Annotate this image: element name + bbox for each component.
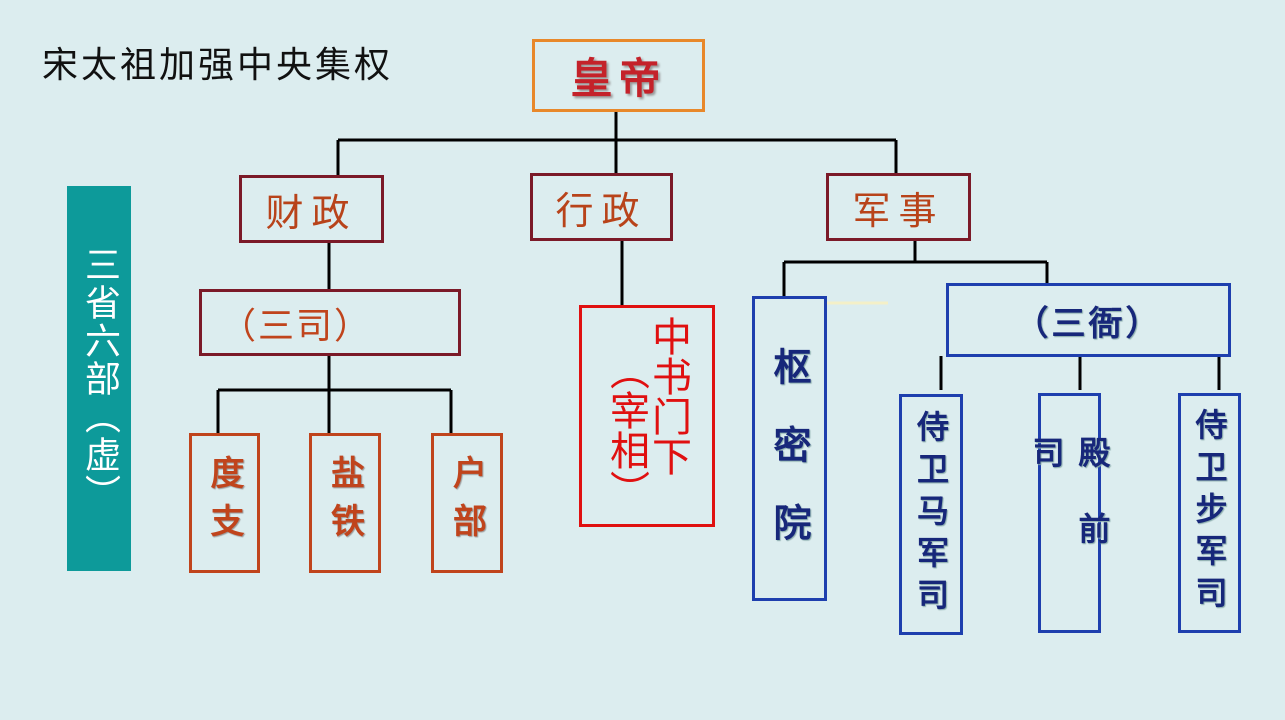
hubu-box: 户部 <box>431 433 503 573</box>
shumiyuan-box: 枢密院 <box>752 296 827 601</box>
emperor-box: 皇帝 <box>532 39 705 112</box>
sansi-box: （三司） <box>199 289 461 356</box>
bubing-label: 侍卫步军司 <box>1190 408 1229 618</box>
sanya-box: （三衙） <box>946 283 1231 357</box>
yantie-label: 盐铁 <box>324 455 365 551</box>
sansheng-liubu-banner: 三省六部（虚） <box>67 186 131 571</box>
emperor-label: 皇帝 <box>570 54 667 103</box>
shumiyuan-label: 枢密院 <box>767 346 812 581</box>
finance-label: 财政 <box>265 190 358 235</box>
duzhi-label: 度支 <box>204 455 244 551</box>
admin-box: 行政 <box>530 173 673 241</box>
emperor-connector <box>336 110 898 175</box>
finance-box: 财政 <box>239 175 384 243</box>
sanya-label: （三衙） <box>1014 303 1163 344</box>
zhongshu-box: 中书门下 （宰相） <box>579 305 715 527</box>
bubing-box: 侍卫步军司 <box>1178 393 1241 633</box>
mabing-label: 侍卫马军司 <box>912 409 950 620</box>
mabing-box: 侍卫马军司 <box>899 394 963 635</box>
sanya-connector <box>939 356 1221 390</box>
page-title: 宋太祖加强中央集权 <box>42 45 394 86</box>
dianqian-box: 殿前司 <box>1028 393 1112 633</box>
duzhi-box: 度支 <box>189 433 260 573</box>
hubu-label: 户部 <box>446 455 487 551</box>
zaixiang-label: （宰相） <box>603 350 649 510</box>
dianqian-label: 殿前司 <box>1027 436 1112 588</box>
zhongshu-label: 中书门下 <box>645 316 691 476</box>
military-connector <box>782 241 1049 296</box>
military-box: 军事 <box>826 173 971 241</box>
finance-connector <box>216 241 453 434</box>
military-label: 军事 <box>852 188 945 233</box>
yantie-box: 盐铁 <box>309 433 381 573</box>
sansi-label: （三司） <box>220 305 373 347</box>
admin-label: 行政 <box>555 188 648 233</box>
sansheng-liubu-label: 三省六部（虚） <box>79 245 120 512</box>
